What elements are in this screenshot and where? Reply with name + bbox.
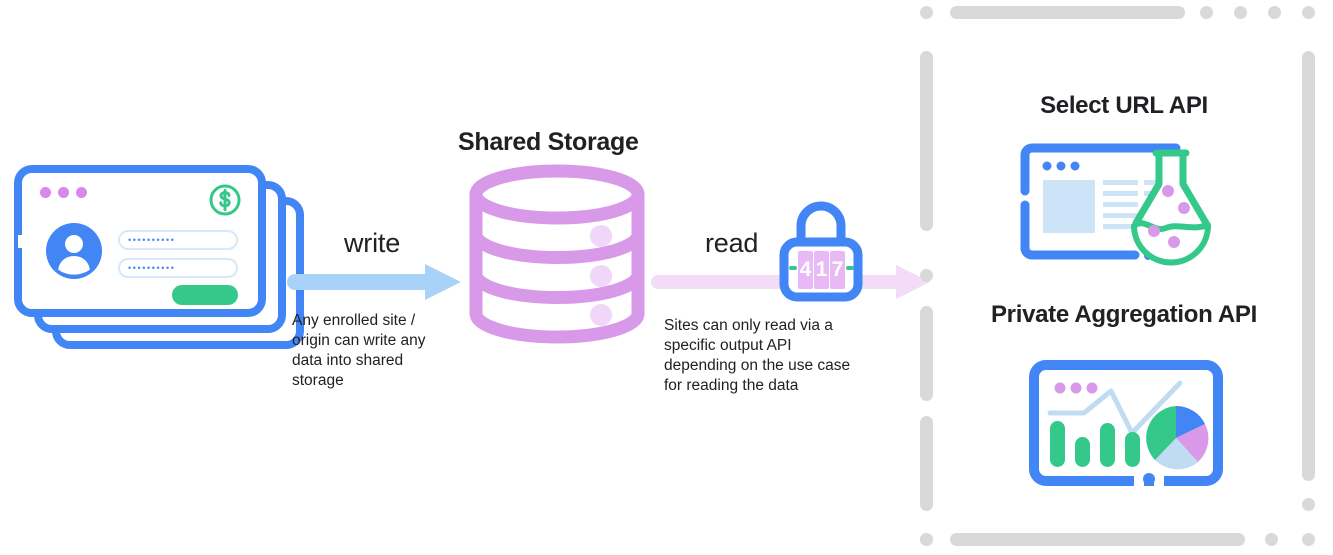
window-dot-1 xyxy=(40,187,51,198)
credential-field-2-mask: •••••••••• xyxy=(128,263,176,273)
write-label: write xyxy=(344,228,401,258)
lock-digit-1: 4 xyxy=(800,258,812,281)
database-cylinder-icon xyxy=(468,163,646,345)
border-dot-bottom-1 xyxy=(920,533,933,546)
output-apis-panel: Select URL API xyxy=(920,6,1328,549)
lock-digit-3: 7 xyxy=(832,258,844,281)
read-caption: Sites can only read via a specific outpu… xyxy=(664,317,851,394)
border-dot-top-3 xyxy=(1234,6,1247,19)
shared-storage-title: Shared Storage xyxy=(458,128,639,156)
border-dash-left-3 xyxy=(920,416,933,511)
border-dash-right xyxy=(1302,51,1315,481)
user-avatar-icon xyxy=(46,223,102,279)
border-dot-top-1 xyxy=(920,6,933,19)
border-dot-left-mid xyxy=(920,269,933,282)
browser-window-with-flask-icon xyxy=(1016,139,1236,266)
border-dot-right-1 xyxy=(1302,498,1315,511)
submit-button[interactable] xyxy=(172,285,238,305)
write-caption: Any enrolled site / origin can write any… xyxy=(292,312,426,389)
window-dot-2 xyxy=(58,187,69,198)
select-url-api-title: Select URL API xyxy=(1040,92,1208,119)
border-dot-bottom-2 xyxy=(1265,533,1278,546)
lock-digit-2: 1 xyxy=(816,258,828,281)
card-edge-notch xyxy=(18,235,27,248)
site-card-front: •••••••••• •••••••••• xyxy=(14,165,266,317)
window-dot-3 xyxy=(76,187,87,198)
border-dot-top-2 xyxy=(1200,6,1213,19)
border-dash-left-2 xyxy=(920,306,933,401)
dollar-circle-icon xyxy=(208,183,242,217)
read-label: read xyxy=(705,228,759,258)
site-card-stack: •••••••••• •••••••••• xyxy=(14,165,314,365)
credential-field-1-mask: •••••••••• xyxy=(128,235,176,245)
border-dash-bottom xyxy=(950,533,1245,546)
border-dot-top-4 xyxy=(1268,6,1281,19)
private-aggregation-api-title: Private Aggregation API xyxy=(990,301,1258,328)
border-dash-top xyxy=(950,6,1185,19)
combination-padlock-icon: 4 1 7 xyxy=(776,199,866,302)
border-dash-left-1 xyxy=(920,51,933,231)
credential-field-1[interactable]: •••••••••• xyxy=(118,230,238,250)
border-dot-top-5 xyxy=(1302,6,1315,19)
window-dots xyxy=(40,187,87,198)
border-dot-right-2 xyxy=(1302,533,1315,546)
analytics-dashboard-icon xyxy=(1028,359,1224,492)
write-arrow xyxy=(287,262,467,302)
credential-field-2[interactable]: •••••••••• xyxy=(118,258,238,278)
